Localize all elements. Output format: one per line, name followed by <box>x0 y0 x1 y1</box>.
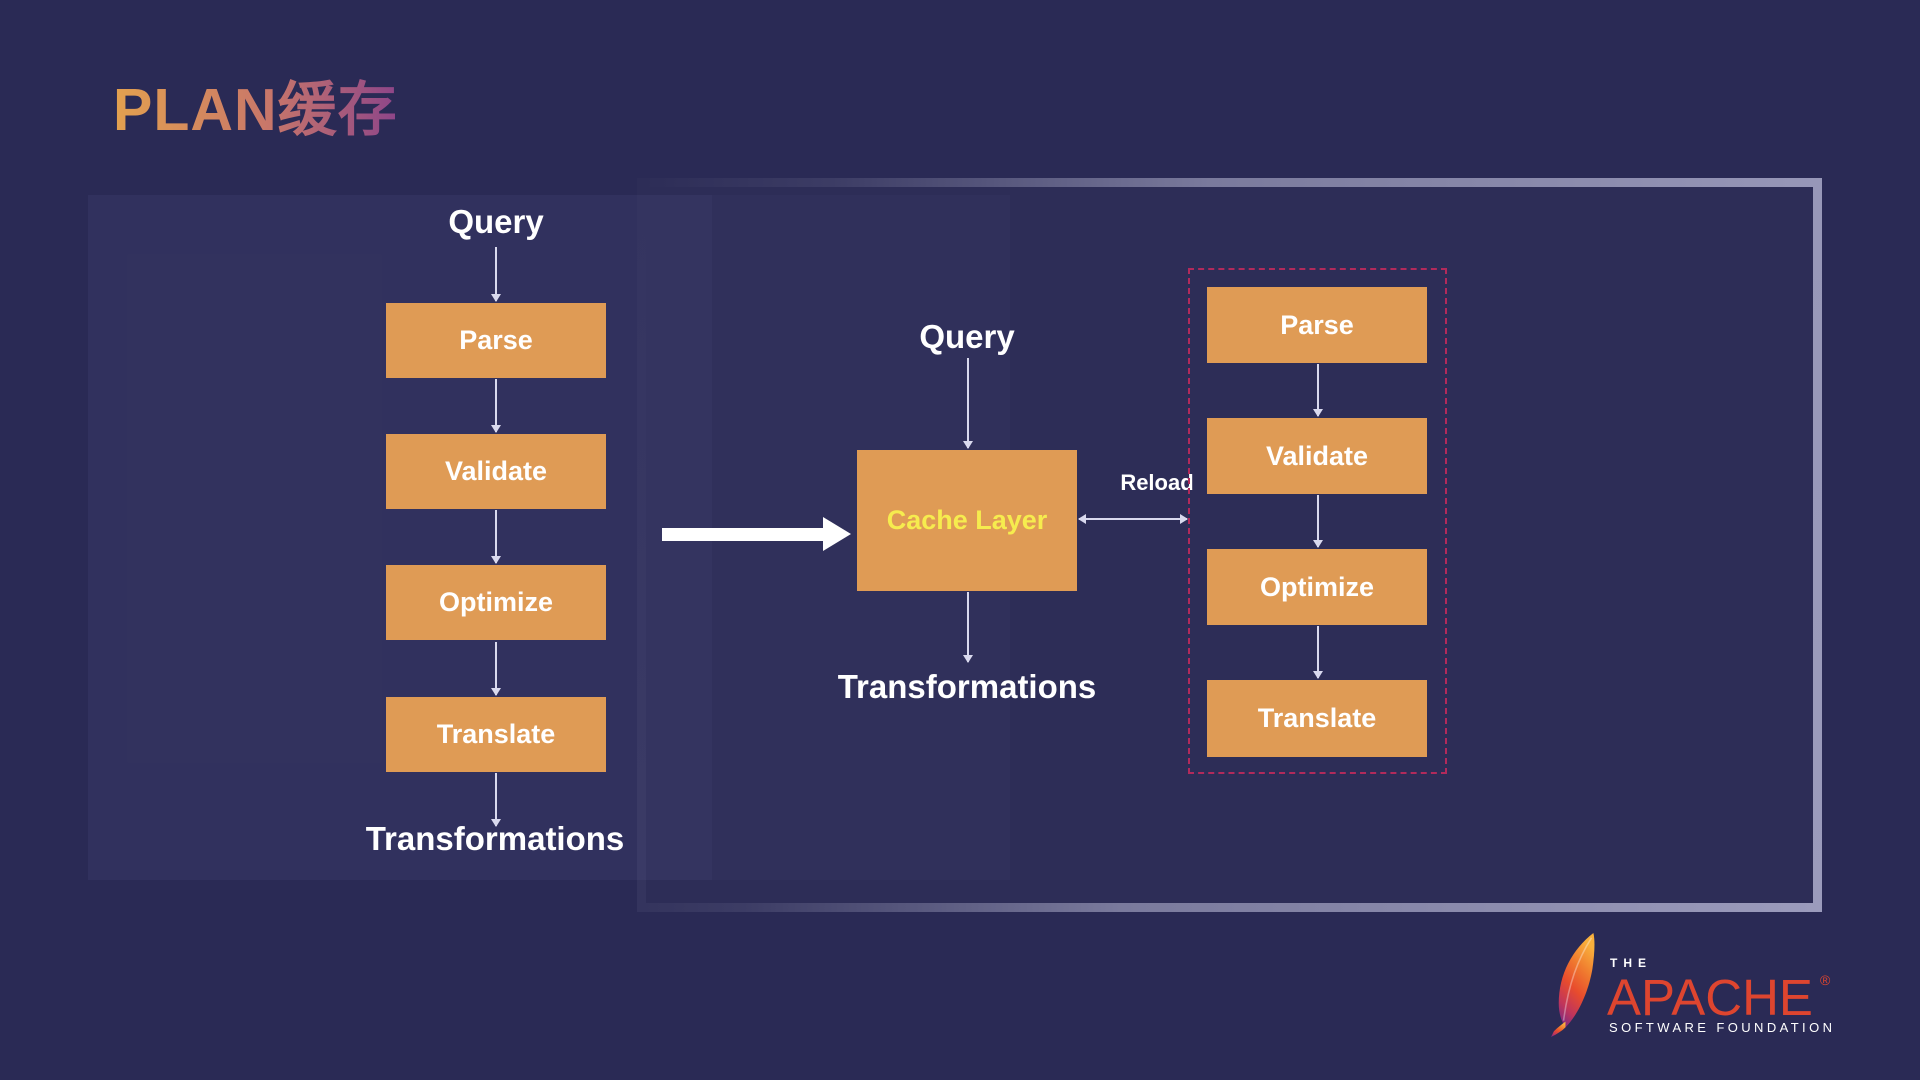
down-arrow-icon <box>494 773 497 826</box>
right-flow-step-validate: Validate <box>1207 418 1427 494</box>
cache-flow-output-label: Transformations <box>837 668 1097 705</box>
transform-arrow-head-icon <box>823 517 851 551</box>
down-arrow-icon <box>494 247 497 301</box>
down-arrow-icon <box>1316 495 1319 547</box>
down-arrow-icon <box>1316 364 1319 416</box>
down-arrow-icon <box>1316 626 1319 678</box>
logo-apache-text: APACHE <box>1607 969 1813 1026</box>
logo-subtitle-text: SOFTWARE FOUNDATION <box>1609 1020 1836 1035</box>
reload-group-frame <box>1188 268 1447 774</box>
down-arrow-icon <box>966 592 969 662</box>
registered-trademark-icon: ® <box>1820 972 1831 988</box>
left-flow-output-label: Transformations <box>365 820 625 857</box>
reload-double-arrow-icon <box>1079 518 1187 520</box>
cache-layer-box: Cache Layer <box>857 450 1077 591</box>
right-flow-step-optimize: Optimize <box>1207 549 1427 625</box>
apache-logo: THE APACHE ® SOFTWARE FOUNDATION <box>1548 930 1838 1042</box>
left-flow-step-optimize: Optimize <box>386 565 606 640</box>
left-background-panel <box>88 195 712 880</box>
feather-icon <box>1551 932 1595 1038</box>
cache-flow-input-label: Query <box>919 318 1015 355</box>
left-flow-step-validate: Validate <box>386 434 606 509</box>
down-arrow-icon <box>494 379 497 432</box>
transform-arrow-icon <box>662 528 823 541</box>
page-title: PLAN缓存 <box>113 62 398 147</box>
left-flow-input-label: Query <box>448 203 544 240</box>
right-flow-step-translate: Translate <box>1207 680 1427 757</box>
down-arrow-icon <box>494 642 497 695</box>
left-flow-step-translate: Translate <box>386 697 606 772</box>
down-arrow-icon <box>966 358 969 448</box>
reload-label: Reload <box>1120 470 1194 495</box>
logo-the-text: THE <box>1610 956 1652 970</box>
right-flow-step-parse: Parse <box>1207 287 1427 363</box>
down-arrow-icon <box>494 510 497 563</box>
left-flow-step-parse: Parse <box>386 303 606 378</box>
